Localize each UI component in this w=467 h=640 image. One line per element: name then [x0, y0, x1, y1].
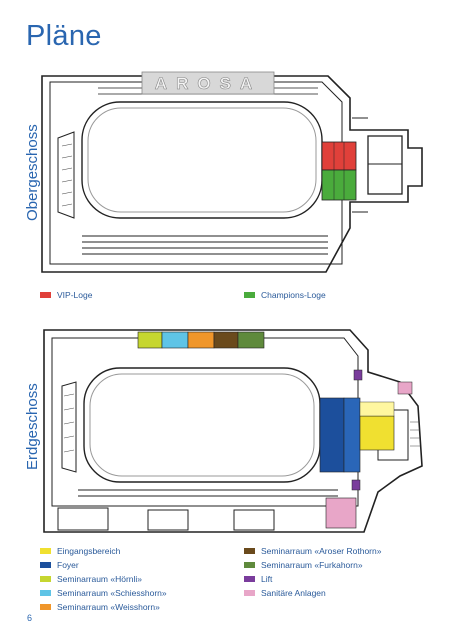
entrance-area-north [359, 401, 395, 417]
legend-swatch [40, 576, 51, 582]
legend-item-lift: Lift [244, 574, 272, 584]
legend-item-champions-loge: Champions-Loge [244, 290, 326, 300]
room-schiesshorn [161, 331, 189, 349]
legend-swatch [40, 292, 51, 298]
legend-item-eingangsbereich: Eingangsbereich [40, 546, 120, 556]
legend-swatch [40, 548, 51, 554]
sanitary-area [325, 497, 357, 529]
page-number: 6 [27, 613, 33, 623]
legend-label: Seminarraum «Furkahorn» [261, 560, 363, 570]
legend-item-weisshorn: Seminarraum «Weisshorn» [40, 602, 160, 612]
legend-label: Seminarraum «Weisshorn» [57, 602, 160, 612]
legend-item-vip-loge: VIP-Loge [40, 290, 92, 300]
champions-lodge-area [321, 169, 357, 201]
legend-swatch [40, 562, 51, 568]
lift-area-south [351, 479, 361, 491]
legend-item-aroser-rothorn: Seminarraum «Aroser Rothorn» [244, 546, 381, 556]
legend-label: Sanitäre Anlagen [261, 588, 326, 598]
legend-label: Lift [261, 574, 273, 584]
sanitary-area-east [397, 381, 413, 395]
legend-item-schiesshorn: Seminarraum «Schiesshorn» [40, 588, 167, 598]
room-furkahorn [237, 331, 265, 349]
legend-item-hoernli: Seminarraum «Hörnli» [40, 574, 142, 584]
room-weisshorn [187, 331, 215, 349]
legend-swatch [244, 576, 255, 582]
legend-item-foyer: Foyer [40, 560, 79, 570]
legend-swatch [40, 604, 51, 610]
legend-label: VIP-Loge [57, 290, 93, 300]
foyer-area [319, 397, 345, 473]
foyer-area-east [343, 397, 361, 473]
room-hoernli [137, 331, 163, 349]
legend-swatch [40, 590, 51, 596]
legend-label: Seminarraum «Schiesshorn» [57, 588, 167, 598]
page-title: Pläne [26, 20, 102, 52]
floor-plan-upper: AROSA [41, 71, 423, 273]
legend-label: Foyer [57, 560, 79, 570]
entrance-area [359, 415, 395, 451]
legend-swatch [244, 548, 255, 554]
legend-label: Seminarraum «Aroser Rothorn» [261, 546, 382, 556]
legend-label: Seminarraum «Hörnli» [57, 574, 143, 584]
legend-swatch [244, 292, 255, 298]
room-aroser-rothorn [213, 331, 239, 349]
legend-item-furkahorn: Seminarraum «Furkahorn» [244, 560, 363, 570]
legend-item-sanitaere-anlagen: Sanitäre Anlagen [244, 588, 326, 598]
roof-lettering: AROSA [155, 74, 261, 93]
legend-label: Champions-Loge [261, 290, 326, 300]
legend-swatch [244, 590, 255, 596]
legend-label: Eingangsbereich [57, 546, 121, 556]
legend-swatch [244, 562, 255, 568]
vip-lodge-area [321, 141, 357, 171]
floor-plan-ground [43, 329, 423, 533]
lift-area [353, 369, 363, 381]
